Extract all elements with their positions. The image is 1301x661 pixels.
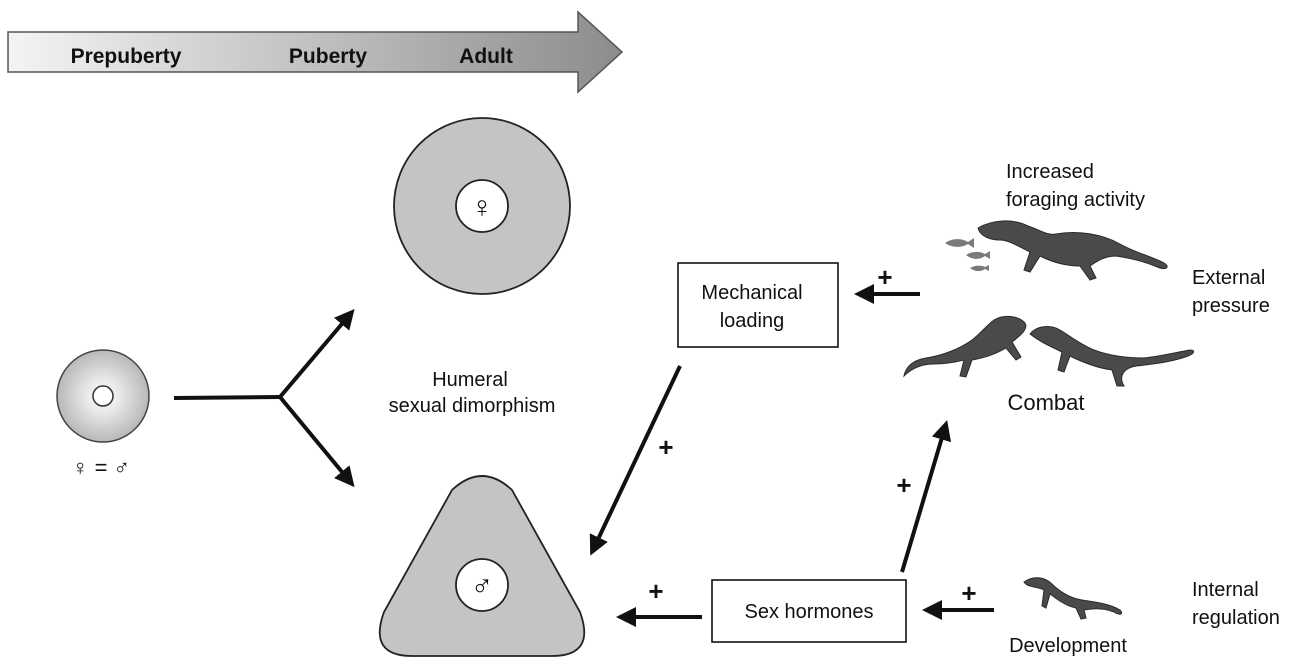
plus-sign-foraging: +: [877, 262, 892, 292]
plus-sign-development: +: [961, 578, 976, 608]
plus-sign-combat: +: [896, 470, 911, 500]
timeline-arrow: Prepuberty Puberty Adult: [8, 12, 622, 92]
juvenile-humerus-section: [57, 350, 149, 442]
plus-sign-loading: +: [658, 432, 673, 462]
sex-hormones-label: Sex hormones: [745, 601, 874, 623]
foraging-label-line2: foraging activity: [1006, 189, 1145, 211]
humeral-label-line1: Humeral: [432, 369, 508, 391]
juvenile-sex-label: ♀ = ♂: [72, 455, 130, 480]
internal-regulation-line2: regulation: [1192, 607, 1280, 629]
male-symbol-icon: ♂: [471, 570, 494, 603]
female-symbol-icon: ♀: [471, 191, 494, 224]
internal-regulation-line1: Internal: [1192, 579, 1259, 601]
humeral-label-line2: sexual dimorphism: [389, 395, 556, 417]
fish-icon: [945, 238, 990, 271]
male-humerus-section: [380, 476, 585, 656]
external-pressure-line1: External: [1192, 267, 1265, 289]
mechanical-loading-box: [678, 263, 838, 347]
combat-label: Combat: [1007, 390, 1084, 415]
timeline-stage-prepuberty: Prepuberty: [71, 45, 182, 68]
plus-sign-hormones: +: [648, 576, 663, 606]
mechanical-loading-line1: Mechanical: [701, 282, 802, 304]
external-pressure-line2: pressure: [1192, 295, 1270, 317]
foraging-newt-icon: [978, 221, 1167, 280]
development-label: Development: [1009, 635, 1127, 657]
timeline-stage-puberty: Puberty: [289, 45, 368, 68]
mechanical-loading-line2: loading: [720, 310, 785, 332]
combat-newts-icon: [904, 316, 1194, 386]
timeline-stage-adult: Adult: [459, 45, 513, 68]
branching-arrows: [174, 312, 352, 484]
foraging-label-line1: Increased: [1006, 161, 1094, 183]
development-newt-icon: [1024, 578, 1122, 619]
